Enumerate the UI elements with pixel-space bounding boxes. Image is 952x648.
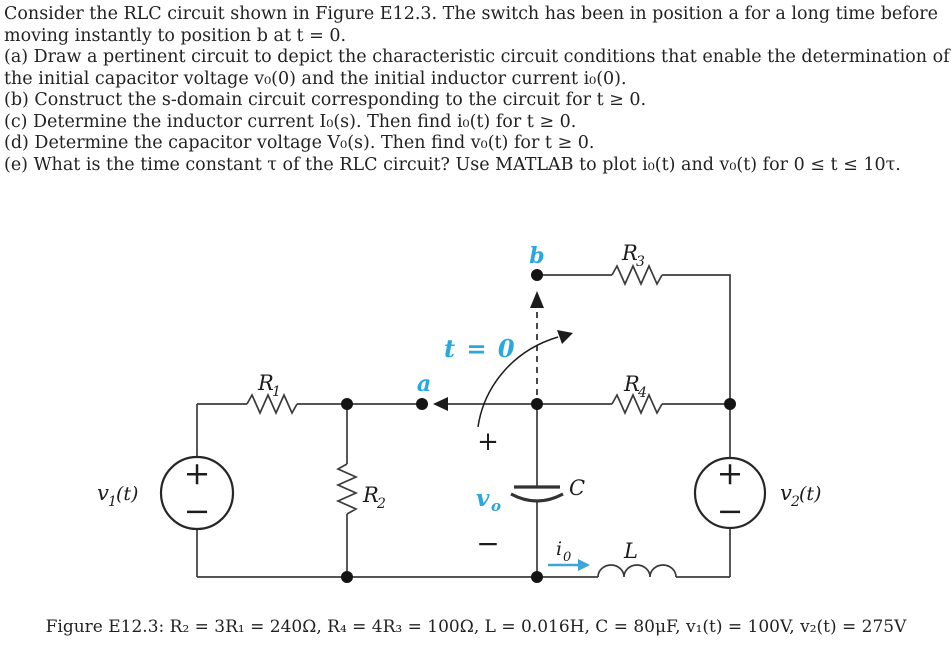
problem-statement: Consider the RLC circuit shown in Figure… <box>4 4 950 176</box>
v1-label-sub: 1 <box>108 494 117 510</box>
v1-source-circle <box>159 455 235 531</box>
r4-label: R <box>623 372 640 396</box>
r3-label: R <box>621 241 638 265</box>
problem-line-1: Consider the RLC circuit shown in Figure… <box>4 4 939 24</box>
switch <box>433 291 573 428</box>
vo-minus-sign: − <box>476 527 499 560</box>
v2-label-sub: 2 <box>790 494 800 510</box>
switch-annotations: a b t = 0 + v o − <box>417 243 545 560</box>
capacitor-c <box>510 485 564 503</box>
switch-time-label: t = 0 <box>444 334 516 363</box>
vo-label-sub: o <box>491 497 501 515</box>
switch-motion-arc <box>477 336 559 428</box>
v1-plus-sign: + <box>184 454 211 492</box>
node-cap-bottom-dot <box>531 571 543 583</box>
r4-label-sub: 4 <box>637 385 647 401</box>
switch-position-a-label: a <box>417 371 431 397</box>
voltage-source-v1: + − <box>159 454 235 531</box>
problem-line-3: (a) Draw a pertinent circuit to depict t… <box>4 47 950 67</box>
c-label: C <box>569 476 585 500</box>
circuit-nodes <box>341 269 736 583</box>
node-right-dot <box>724 398 736 410</box>
switch-arc-arrowhead <box>557 330 573 344</box>
problem-line-2: moving instantly to position b at t = 0. <box>4 25 347 46</box>
r2-label: R <box>362 483 379 507</box>
switch-left-arrowhead <box>433 397 448 411</box>
problem-line-7: (d) Determine the capacitor voltage V₀(s… <box>4 133 595 153</box>
node-a-dot <box>416 398 428 410</box>
v2-label-suffix: (t) <box>799 483 821 505</box>
v1-minus-sign: − <box>184 492 211 530</box>
node-r2-top-dot <box>341 398 353 410</box>
voltage-source-v2: + − <box>693 454 767 530</box>
i0-current-arrow <box>548 559 590 571</box>
wire-top-right-corner <box>662 274 731 404</box>
resistor-r1-zigzag <box>246 392 298 416</box>
resistor-r3-zigzag <box>611 263 663 287</box>
inductor-l-coils <box>597 564 677 578</box>
component-labels: R 1 R 2 R 3 R 4 C L i 0 v 1 (t) v 2 (t) <box>97 241 821 565</box>
problem-line-8: (e) What is the time constant τ of the R… <box>4 154 901 175</box>
node-r2-bottom-dot <box>341 571 353 583</box>
i0-arrow-head <box>578 559 590 571</box>
l-label: L <box>623 539 638 563</box>
v2-source-circle <box>693 456 767 530</box>
switch-up-arrowhead <box>530 291 544 308</box>
switch-position-b-label: b <box>529 243 544 269</box>
v1-label: v <box>97 481 109 505</box>
v2-label: v <box>780 481 792 505</box>
capacitor-curved-plate <box>510 492 564 503</box>
vo-label: v <box>476 485 490 512</box>
i0-label-sub: 0 <box>563 550 571 565</box>
vo-plus-sign: + <box>477 427 499 457</box>
circuit-wires <box>196 263 731 578</box>
problem-line-5: (b) Construct the s-domain circuit corre… <box>4 90 647 110</box>
problem-line-4: the initial capacitor voltage v₀(0) and … <box>4 68 627 89</box>
node-switch-center-dot <box>531 398 543 410</box>
node-b-dot <box>531 269 543 281</box>
i0-label: i <box>556 538 562 560</box>
r1-label-sub: 1 <box>272 384 281 400</box>
r2-label-sub: 2 <box>376 496 386 512</box>
r3-label-sub: 3 <box>636 254 645 270</box>
v2-minus-sign: − <box>717 492 744 530</box>
problem-line-6: (c) Determine the inductor current I₀(s)… <box>4 111 577 132</box>
v2-plus-sign: + <box>717 454 744 492</box>
r1-label: R <box>257 371 274 395</box>
resistor-r2-zigzag <box>335 463 359 515</box>
v1-label-suffix: (t) <box>116 483 138 505</box>
figure-caption: Figure E12.3: R₂ = 3R₁ = 240Ω, R₄ = 4R₃ … <box>45 617 907 637</box>
resistor-r4-zigzag <box>611 392 663 416</box>
